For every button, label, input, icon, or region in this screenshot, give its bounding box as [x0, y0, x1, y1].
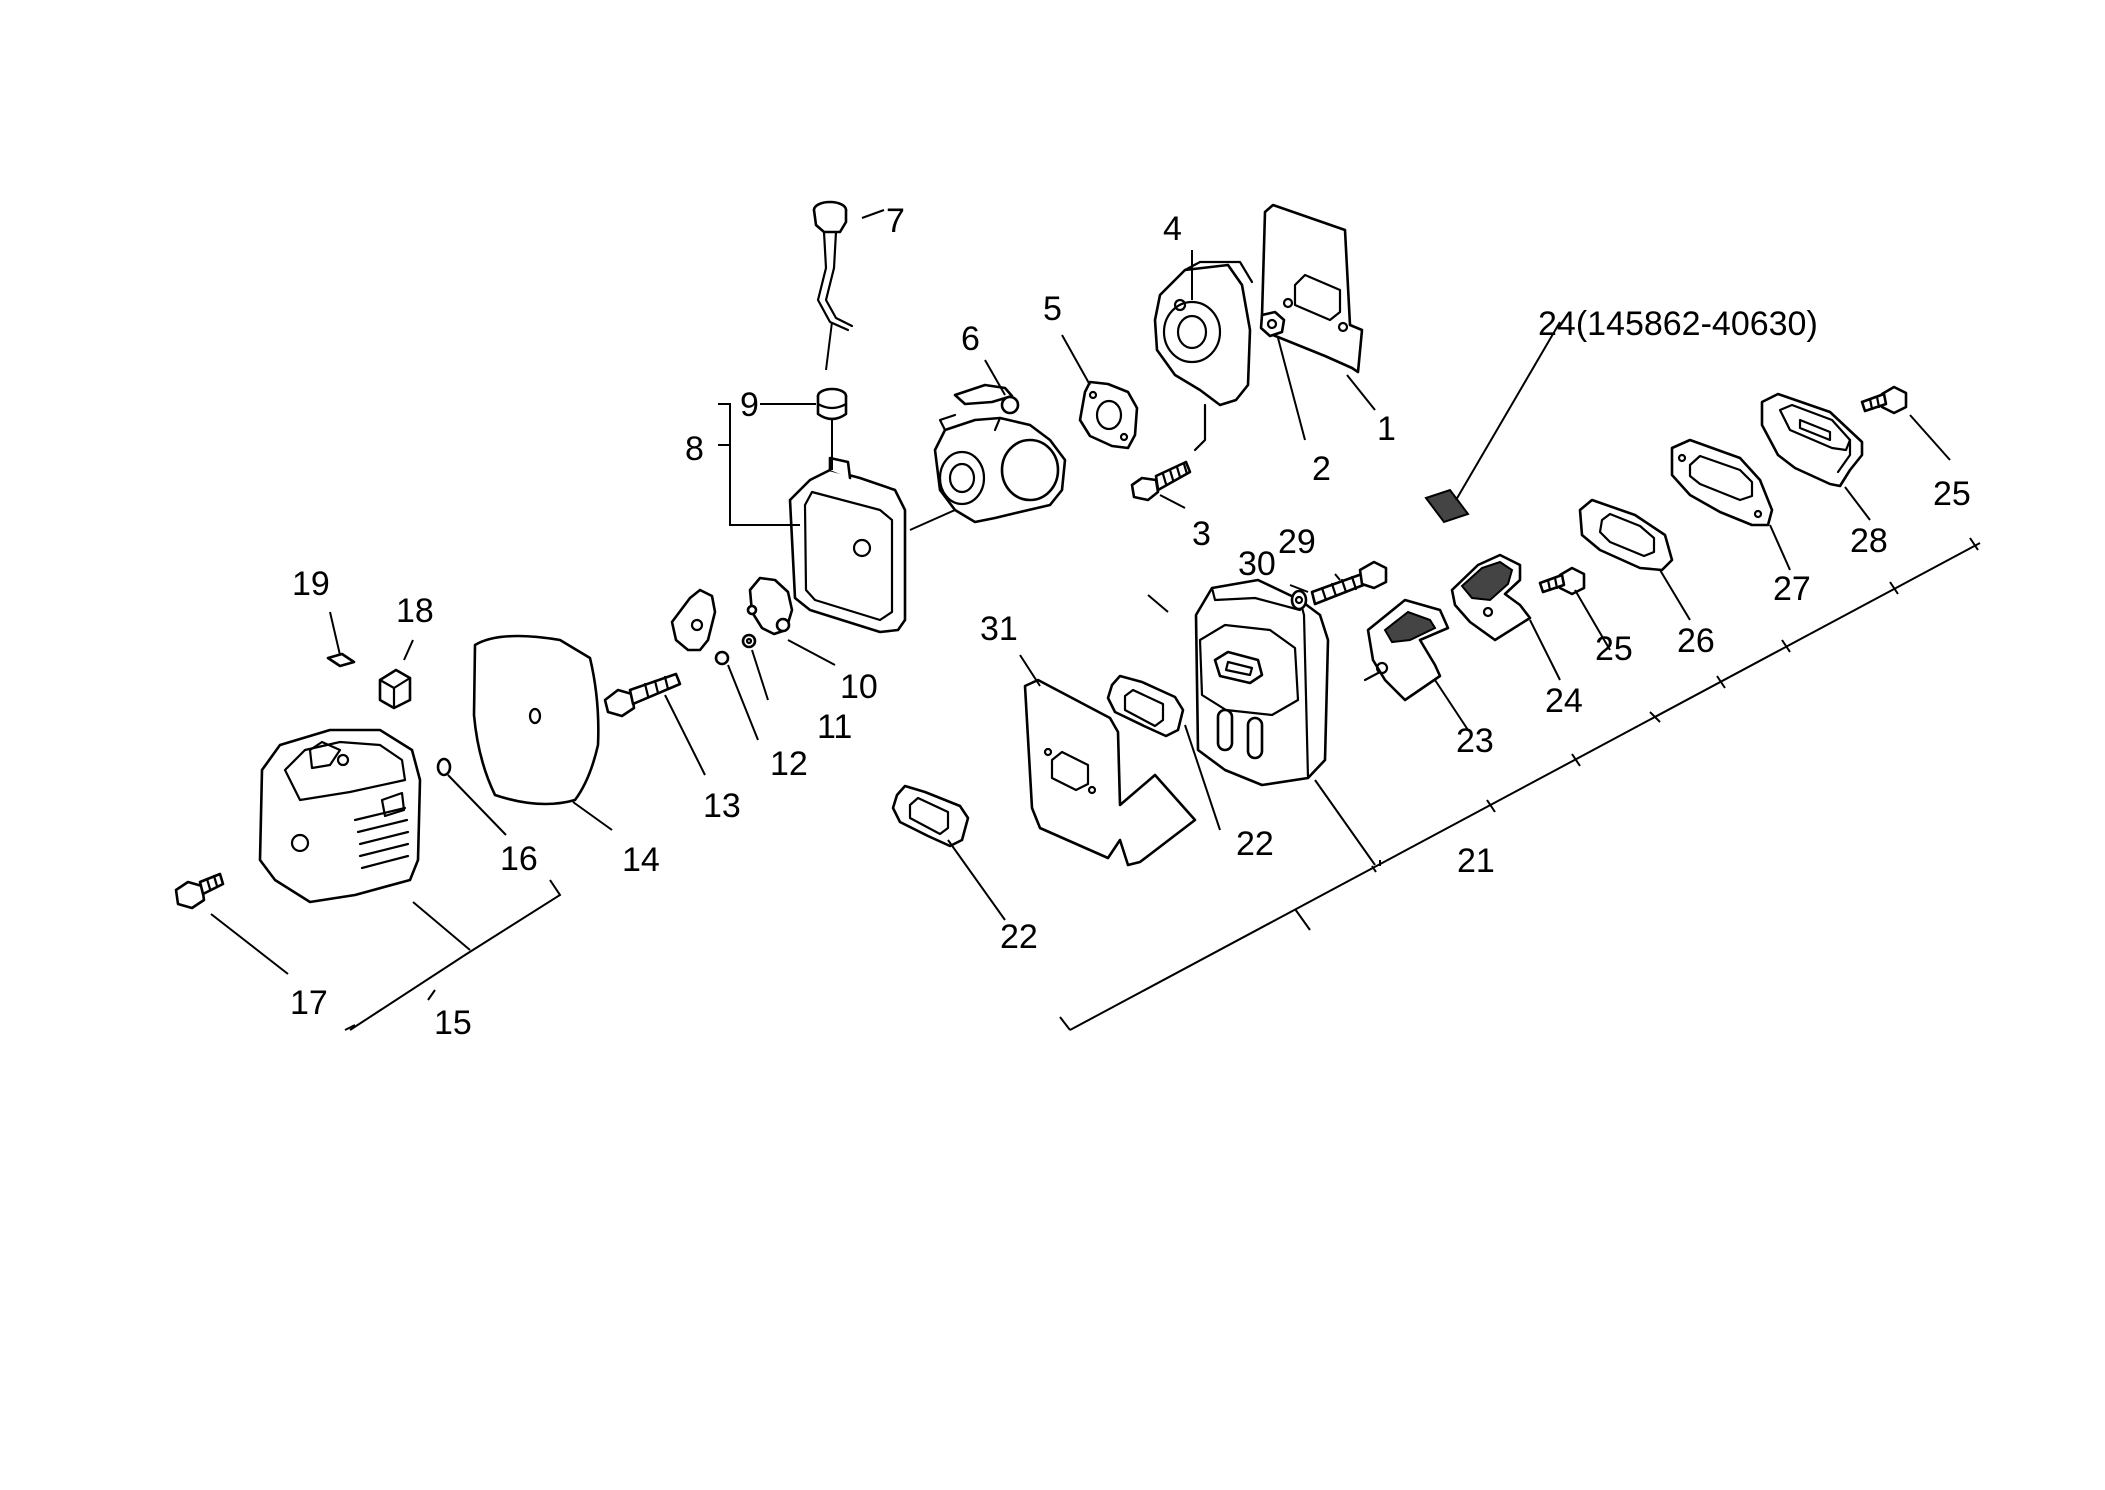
part-22-gasket-upper [1106, 674, 1185, 738]
callout-7: 7 [886, 202, 905, 240]
callout-18: 18 [396, 592, 434, 630]
callout-17: 17 [290, 984, 328, 1022]
part-18-plug [378, 668, 412, 710]
callout-13: 13 [703, 787, 741, 825]
callout-9: 9 [740, 386, 759, 424]
part-22-gasket-lower [891, 784, 970, 848]
callout-1: 1 [1377, 410, 1396, 448]
part-24-spark-screen [1450, 553, 1532, 642]
part-11-washer [741, 633, 757, 649]
callout-28: 28 [1850, 522, 1888, 560]
part-15-air-cleaner-cover [258, 728, 422, 904]
callout-15: 15 [434, 1004, 472, 1042]
callout-12: 12 [770, 745, 808, 783]
part-6-carburetor [933, 383, 1067, 524]
part-28-exhaust-cover [1760, 392, 1864, 488]
part-17-screw [174, 872, 225, 910]
callout-5: 5 [1043, 290, 1062, 328]
part-21-muffler [1194, 578, 1330, 787]
part-5-carb-gasket [1078, 380, 1139, 450]
part-25-screw-right [1860, 385, 1908, 415]
callout-25-right: 25 [1933, 475, 1971, 513]
callout-26: 26 [1677, 622, 1715, 660]
callout-10: 10 [840, 668, 878, 706]
callout-24: 24 [1545, 682, 1583, 720]
part-9-grommet [816, 387, 848, 421]
part-1-gasket-plate [1260, 203, 1364, 374]
callout-labels: 1 2 3 4 5 6 7 8 9 10 11 12 13 14 15 16 1… [290, 202, 1971, 1042]
callout-4: 4 [1163, 210, 1182, 248]
leader-lines [210, 209, 1981, 1031]
part-19-tag [326, 652, 356, 668]
part-30-washer [1290, 589, 1308, 611]
callout-21: 21 [1457, 842, 1495, 880]
callout-29: 29 [1278, 523, 1316, 561]
callout-23: 23 [1456, 722, 1494, 760]
callout-3: 3 [1192, 515, 1211, 553]
callout-24-part-number: 24(145862-40630) [1538, 305, 1818, 343]
callout-16: 16 [500, 840, 538, 878]
callout-6: 6 [961, 320, 980, 358]
part-8-air-cleaner-case [788, 456, 907, 634]
callout-14: 14 [622, 841, 660, 879]
part-14-air-filter [472, 634, 600, 806]
callout-25-middle: 25 [1595, 630, 1633, 668]
part-2-nut [1259, 310, 1286, 338]
callout-27: 27 [1773, 570, 1811, 608]
part-31-heat-shield [1023, 678, 1197, 867]
callout-19: 19 [292, 565, 330, 603]
part-23-spark-screen-bracket [1363, 598, 1450, 702]
callout-8: 8 [685, 430, 704, 468]
part-3-bolt [1130, 460, 1192, 502]
part-13-bolt [603, 672, 682, 718]
part-7-choke-knob [812, 200, 854, 332]
part-12-bracket [670, 588, 730, 666]
callout-30: 30 [1238, 545, 1276, 583]
part-16-o-ring [436, 757, 452, 777]
callout-22-lower: 22 [1000, 918, 1038, 956]
callout-11: 11 [817, 708, 852, 746]
callout-22-upper: 22 [1236, 825, 1274, 863]
part-27-plate [1670, 438, 1774, 527]
part-4-intake-adaptor [1153, 260, 1254, 452]
part-29-bolt [1310, 560, 1388, 606]
part-26-gasket [1578, 498, 1674, 572]
callout-31: 31 [980, 610, 1018, 648]
part-10-choke-plate [746, 576, 794, 636]
part-25-screw-middle [1538, 566, 1586, 596]
part-24-mesh-square [1424, 488, 1470, 524]
callout-2: 2 [1312, 450, 1331, 488]
